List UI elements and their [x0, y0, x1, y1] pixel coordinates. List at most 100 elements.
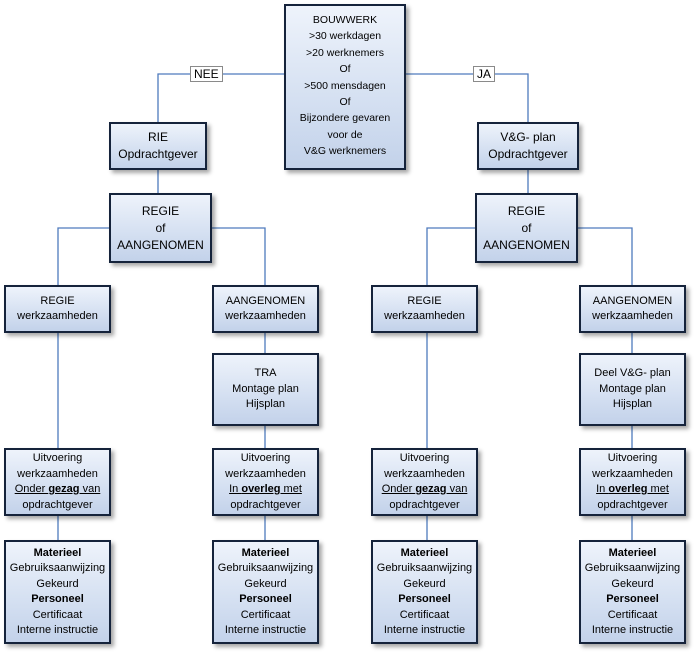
connector-left-regie [57, 227, 110, 285]
node-line: werkzaamheden [225, 467, 306, 480]
text-part-bold: overleg [241, 483, 281, 495]
node-rie-opdrachtgever: RIE Opdrachtgever [109, 122, 207, 170]
root-line: >500 mensdagen [304, 79, 386, 92]
root-line: V&G werknemers [303, 145, 387, 158]
node-line: Gekeurd [36, 577, 79, 590]
node-line: AANGENOMEN [117, 237, 204, 252]
node-left-regie-werkzaamheden: REGIE werkzaamheden [4, 285, 111, 333]
edge-label-ja: JA [473, 66, 496, 82]
node-line: werkzaamheden [17, 310, 98, 322]
node-line: Interne instructie [16, 624, 99, 636]
node-line: AANGENOMEN [592, 294, 673, 307]
connector-root-nee [157, 73, 285, 122]
connector-right-regie [426, 227, 476, 285]
connector-root-ja [405, 73, 529, 122]
node-line: Gekeurd [403, 577, 446, 590]
text-part: met [280, 483, 302, 495]
node-line: Interne instructie [591, 624, 674, 636]
text-part: van [79, 483, 101, 495]
node-line: Opdrachtgever [118, 147, 198, 161]
node-line: Hijsplan [612, 398, 653, 411]
node-line-overleg: In overleg met [229, 482, 302, 498]
text-part-bold: overleg [608, 483, 648, 495]
node-line: AANGENOMEN [483, 237, 570, 252]
node-line: Uitvoering [32, 452, 83, 464]
edge-label-nee: NEE [190, 66, 223, 82]
node-line-materieel: Materieel [241, 546, 290, 559]
node-line-personeel: Personeel [31, 593, 84, 605]
node-right-regie-uitvoering: Uitvoering werkzaamheden Onder gezag van… [371, 448, 478, 516]
node-vg-plan-opdrachtgever: V&G- plan Opdrachtgever [477, 122, 579, 170]
node-line-materieel: Materieel [33, 546, 82, 559]
node-left-choice: REGIE of AANGENOMEN [109, 193, 212, 263]
text-part: In [229, 483, 242, 495]
node-left-regie-uitvoering: Uitvoering werkzaamheden Onder gezag van… [4, 448, 111, 516]
node-line: Gebruiksaanwijzing [376, 562, 473, 574]
node-line: Interne instructie [383, 624, 466, 636]
node-right-deel-vg-plan: Deel V&G- plan Montage plan Hijsplan [579, 353, 686, 426]
node-line: Uitvoering [240, 452, 291, 464]
node-line-personeel: Personeel [398, 593, 451, 605]
node-right-regie-werkzaamheden: REGIE werkzaamheden [371, 285, 478, 333]
node-left-aangenomen-uitvoering: Uitvoering werkzaamheden In overleg met … [212, 448, 319, 516]
node-left-aangenomen-werkzaamheden: AANGENOMEN werkzaamheden [212, 285, 319, 333]
root-line: voor de [327, 128, 363, 141]
node-line-gezag: Onder gezag van [15, 482, 101, 498]
root-line: >30 werkdagen [308, 30, 382, 43]
node-right-aangenomen-uitvoering: Uitvoering werkzaamheden In overleg met … [579, 448, 686, 516]
node-line: REGIE [40, 294, 75, 307]
node-line: REGIE [407, 294, 442, 307]
root-line: BOUWWERK [312, 14, 378, 26]
node-right-aangenomen-materieel: Materieel Gebruiksaanwijzing Gekeurd Per… [579, 540, 686, 644]
text-part: met [647, 483, 669, 495]
node-line: opdrachtgever [597, 498, 668, 511]
node-line: REGIE [141, 203, 180, 218]
connector-left-aangenomen [212, 227, 266, 285]
node-right-aangenomen-werkzaamheden: AANGENOMEN werkzaamheden [579, 285, 686, 333]
text-part: van [446, 483, 468, 495]
node-line: werkzaamheden [384, 467, 465, 480]
node-left-regie-materieel: Materieel Gebruiksaanwijzing Gekeurd Per… [4, 540, 111, 644]
node-line-materieel: Materieel [608, 546, 657, 559]
node-line-personeel: Personeel [606, 593, 659, 605]
node-line: werkzaamheden [384, 310, 465, 322]
text-part-bold: gezag [415, 483, 447, 495]
connector-right-aangenomen [578, 227, 633, 285]
node-line: of [521, 220, 532, 235]
node-line: Certificaat [607, 608, 658, 621]
node-left-aangenomen-materieel: Materieel Gebruiksaanwijzing Gekeurd Per… [212, 540, 319, 644]
node-line: Opdrachtgever [488, 147, 568, 161]
node-line: RIE [147, 130, 168, 144]
root-node-bouwwerk: BOUWWERK >30 werkdagen >20 werknemers Of… [284, 4, 406, 170]
root-line: Of [339, 96, 351, 109]
node-line-personeel: Personeel [239, 593, 292, 605]
node-line: Hijsplan [245, 398, 286, 411]
text-part: In [596, 483, 609, 495]
node-left-tra-plan: TRA Montage plan Hijsplan [212, 353, 319, 426]
root-line: Of [339, 63, 351, 76]
node-line: werkzaamheden [225, 310, 306, 322]
node-line: Certificaat [399, 608, 450, 621]
node-line: opdrachtgever [389, 498, 460, 511]
node-line: V&G- plan [500, 130, 556, 144]
node-line: REGIE [507, 203, 546, 218]
root-line: >20 werknemers [306, 46, 384, 59]
node-line: Uitvoering [607, 452, 658, 464]
node-line: Certificaat [240, 608, 291, 621]
node-line: AANGENOMEN [225, 294, 306, 307]
node-line: Gekeurd [611, 577, 654, 590]
node-line: Gebruiksaanwijzing [217, 562, 314, 574]
root-line: Bijzondere gevaren [299, 112, 391, 125]
node-line: werkzaamheden [17, 467, 98, 480]
node-line: opdrachtgever [22, 498, 93, 511]
node-right-regie-materieel: Materieel Gebruiksaanwijzing Gekeurd Per… [371, 540, 478, 644]
node-line: Montage plan [599, 382, 666, 395]
node-line-gezag: Onder gezag van [382, 482, 468, 498]
node-line: of [155, 220, 166, 235]
text-part: Onder [14, 483, 49, 495]
node-line: Uitvoering [399, 452, 450, 464]
node-line: Certificaat [32, 608, 83, 621]
text-part-bold: gezag [48, 483, 80, 495]
